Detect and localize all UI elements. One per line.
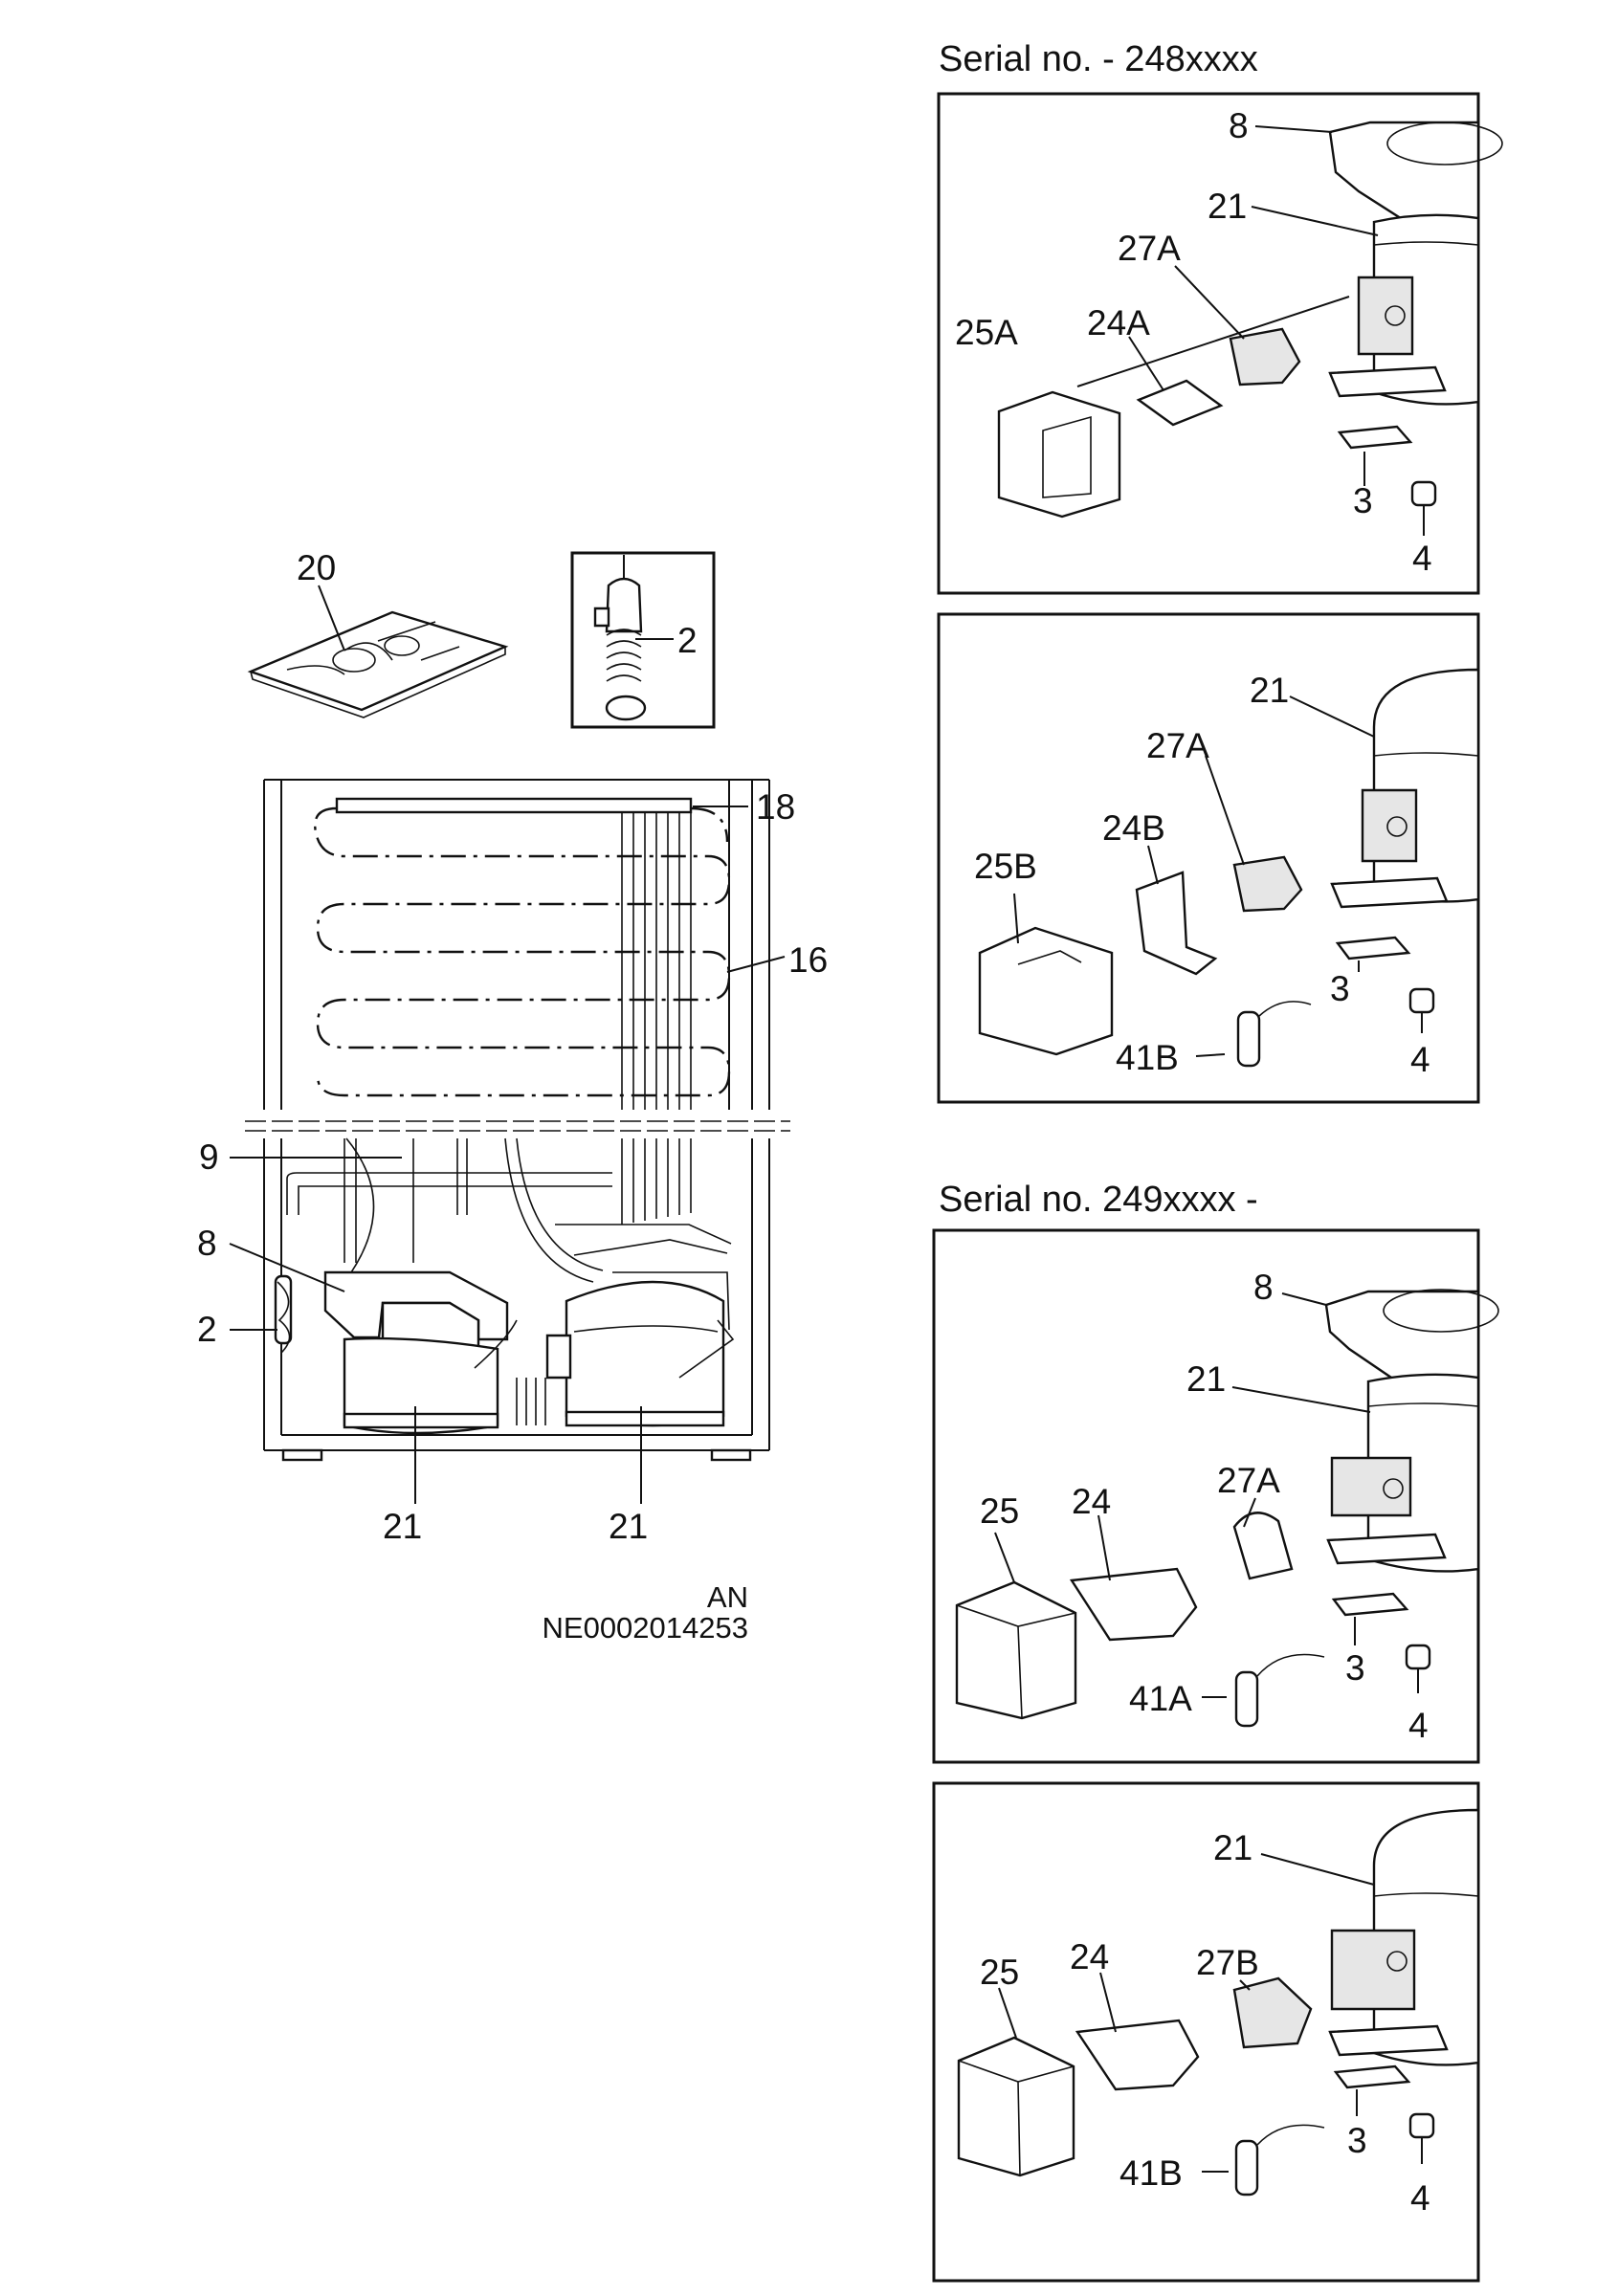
label-2-inset: 2 xyxy=(677,621,698,660)
panel4-label-3: 3 xyxy=(1347,2121,1367,2160)
panel2-label-25B: 25B xyxy=(974,847,1037,886)
refrigerator-rear-view: 18 16 9 8 2 21 21 xyxy=(197,779,828,1546)
panel4-label-4: 4 xyxy=(1410,2178,1430,2218)
parts-panel-4: 21 27B 25 24 3 41B 4 xyxy=(932,1781,1480,2283)
panel3-label-25: 25 xyxy=(980,1491,1019,1531)
panel3-label-3: 3 xyxy=(1345,1648,1365,1688)
parts-panel-1: 8 21 27A 25A 24A 3 4 xyxy=(937,92,1503,595)
panel3-label-27A: 27A xyxy=(1217,1461,1280,1500)
panel2-label-4: 4 xyxy=(1410,1040,1430,1079)
panel3-label-4: 4 xyxy=(1408,1706,1429,1745)
panel1-label-3: 3 xyxy=(1353,481,1373,520)
document-code-number: NE0002014253 xyxy=(543,1611,748,1645)
panel3-label-8: 8 xyxy=(1253,1268,1274,1307)
label-9: 9 xyxy=(199,1137,219,1177)
panel2-label-24B: 24B xyxy=(1102,808,1165,848)
panel2-label-3: 3 xyxy=(1330,969,1350,1008)
document-code-an: AN xyxy=(707,1580,748,1614)
panel4-label-27B: 27B xyxy=(1196,1943,1259,1982)
serial-header-top: Serial no. - 248xxxx xyxy=(939,39,1258,79)
panel1-label-25A: 25A xyxy=(955,313,1018,352)
label-20: 20 xyxy=(297,548,336,587)
panel4-label-21: 21 xyxy=(1213,1828,1252,1867)
serial-header-bottom: Serial no. 249xxxx - xyxy=(939,1180,1258,1220)
panel1-label-4: 4 xyxy=(1412,539,1432,578)
label-2: 2 xyxy=(197,1310,217,1349)
panel3-label-24: 24 xyxy=(1072,1482,1111,1521)
panel3-label-41A: 41A xyxy=(1129,1679,1192,1718)
panel2-label-41B: 41B xyxy=(1116,1038,1179,1077)
parts-panel-3: 8 21 27A 25 24 3 41A 4 xyxy=(932,1228,1499,1764)
panel3-label-21: 21 xyxy=(1186,1359,1226,1399)
label-21-right: 21 xyxy=(609,1507,648,1546)
panel2-label-21: 21 xyxy=(1250,671,1289,710)
label-21-left: 21 xyxy=(383,1507,422,1546)
label-18: 18 xyxy=(756,787,795,827)
panel1-label-27A: 27A xyxy=(1118,229,1181,268)
label-8: 8 xyxy=(197,1224,217,1263)
panel4-label-25: 25 xyxy=(980,1953,1019,1992)
panel1-label-24A: 24A xyxy=(1087,303,1150,342)
panel2-label-27A: 27A xyxy=(1146,726,1209,765)
panel1-label-8: 8 xyxy=(1229,106,1249,145)
panel4-label-24: 24 xyxy=(1070,1937,1109,1976)
panel1-label-21: 21 xyxy=(1208,187,1247,226)
thermostat-inset: 2 xyxy=(570,551,716,729)
panel4-label-41B: 41B xyxy=(1119,2153,1183,2193)
parts-panel-2: 21 27A 24B 25B 3 4 41B xyxy=(937,612,1480,1104)
instruction-manual-part: 20 xyxy=(247,548,509,718)
label-16: 16 xyxy=(788,940,828,980)
